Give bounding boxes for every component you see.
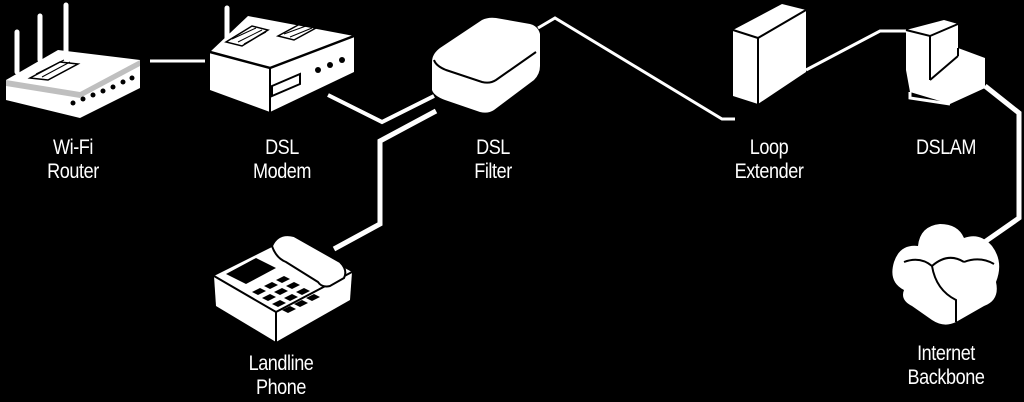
connection-dslam-backbone [974,84,1022,251]
connection-extender-dslam [805,29,906,72]
dsl-filter-icon [432,17,540,113]
internet-backbone-label-line-1: Internet [917,342,975,365]
wifi-router-label-line-2: Router [47,160,99,183]
internet-backbone-label-line-2: Backbone [907,366,985,389]
loop-extender-icon [732,4,807,104]
dslam-label-line-1: DSLAM [915,136,977,159]
dsl-filter-label-line-2: Filter [474,160,512,183]
dsl-filter-label-line-1: DSL [476,136,510,159]
dslam-icon [905,20,985,106]
landline-phone-icon [213,234,353,342]
connection-modem-filter [327,93,435,125]
connections [150,16,1022,252]
connection-filter-extender [537,16,735,121]
landline-phone-label: Landline Phone [249,352,314,400]
dsl-modem-label-line-2: Modem [252,160,312,183]
landline-phone-label-line-1: Landline [248,352,314,375]
wifi-router-label-line-1: Wi-Fi [53,136,93,159]
internet-backbone-label: Internet Backbone [908,342,985,390]
dsl-modem-icon [209,5,355,112]
wifi-router-label: Wi-Fi Router [47,136,99,184]
landline-phone-label-line-2: Phone [255,376,307,399]
cloud-icon [892,224,1000,325]
connection-phone-filter [332,108,438,252]
dsl-modem-label-line-1: DSL [265,136,299,159]
wifi-router-icon [6,2,140,118]
loop-extender-label-line-2: Extender [734,160,804,183]
dsl-modem-label: DSL Modem [252,136,312,184]
loop-extender-label: Loop Extender [735,136,804,184]
dslam-label: DSLAM [915,136,977,160]
loop-extender-label-line-1: Loop [749,136,789,159]
dsl-filter-label: DSL Filter [474,136,512,184]
